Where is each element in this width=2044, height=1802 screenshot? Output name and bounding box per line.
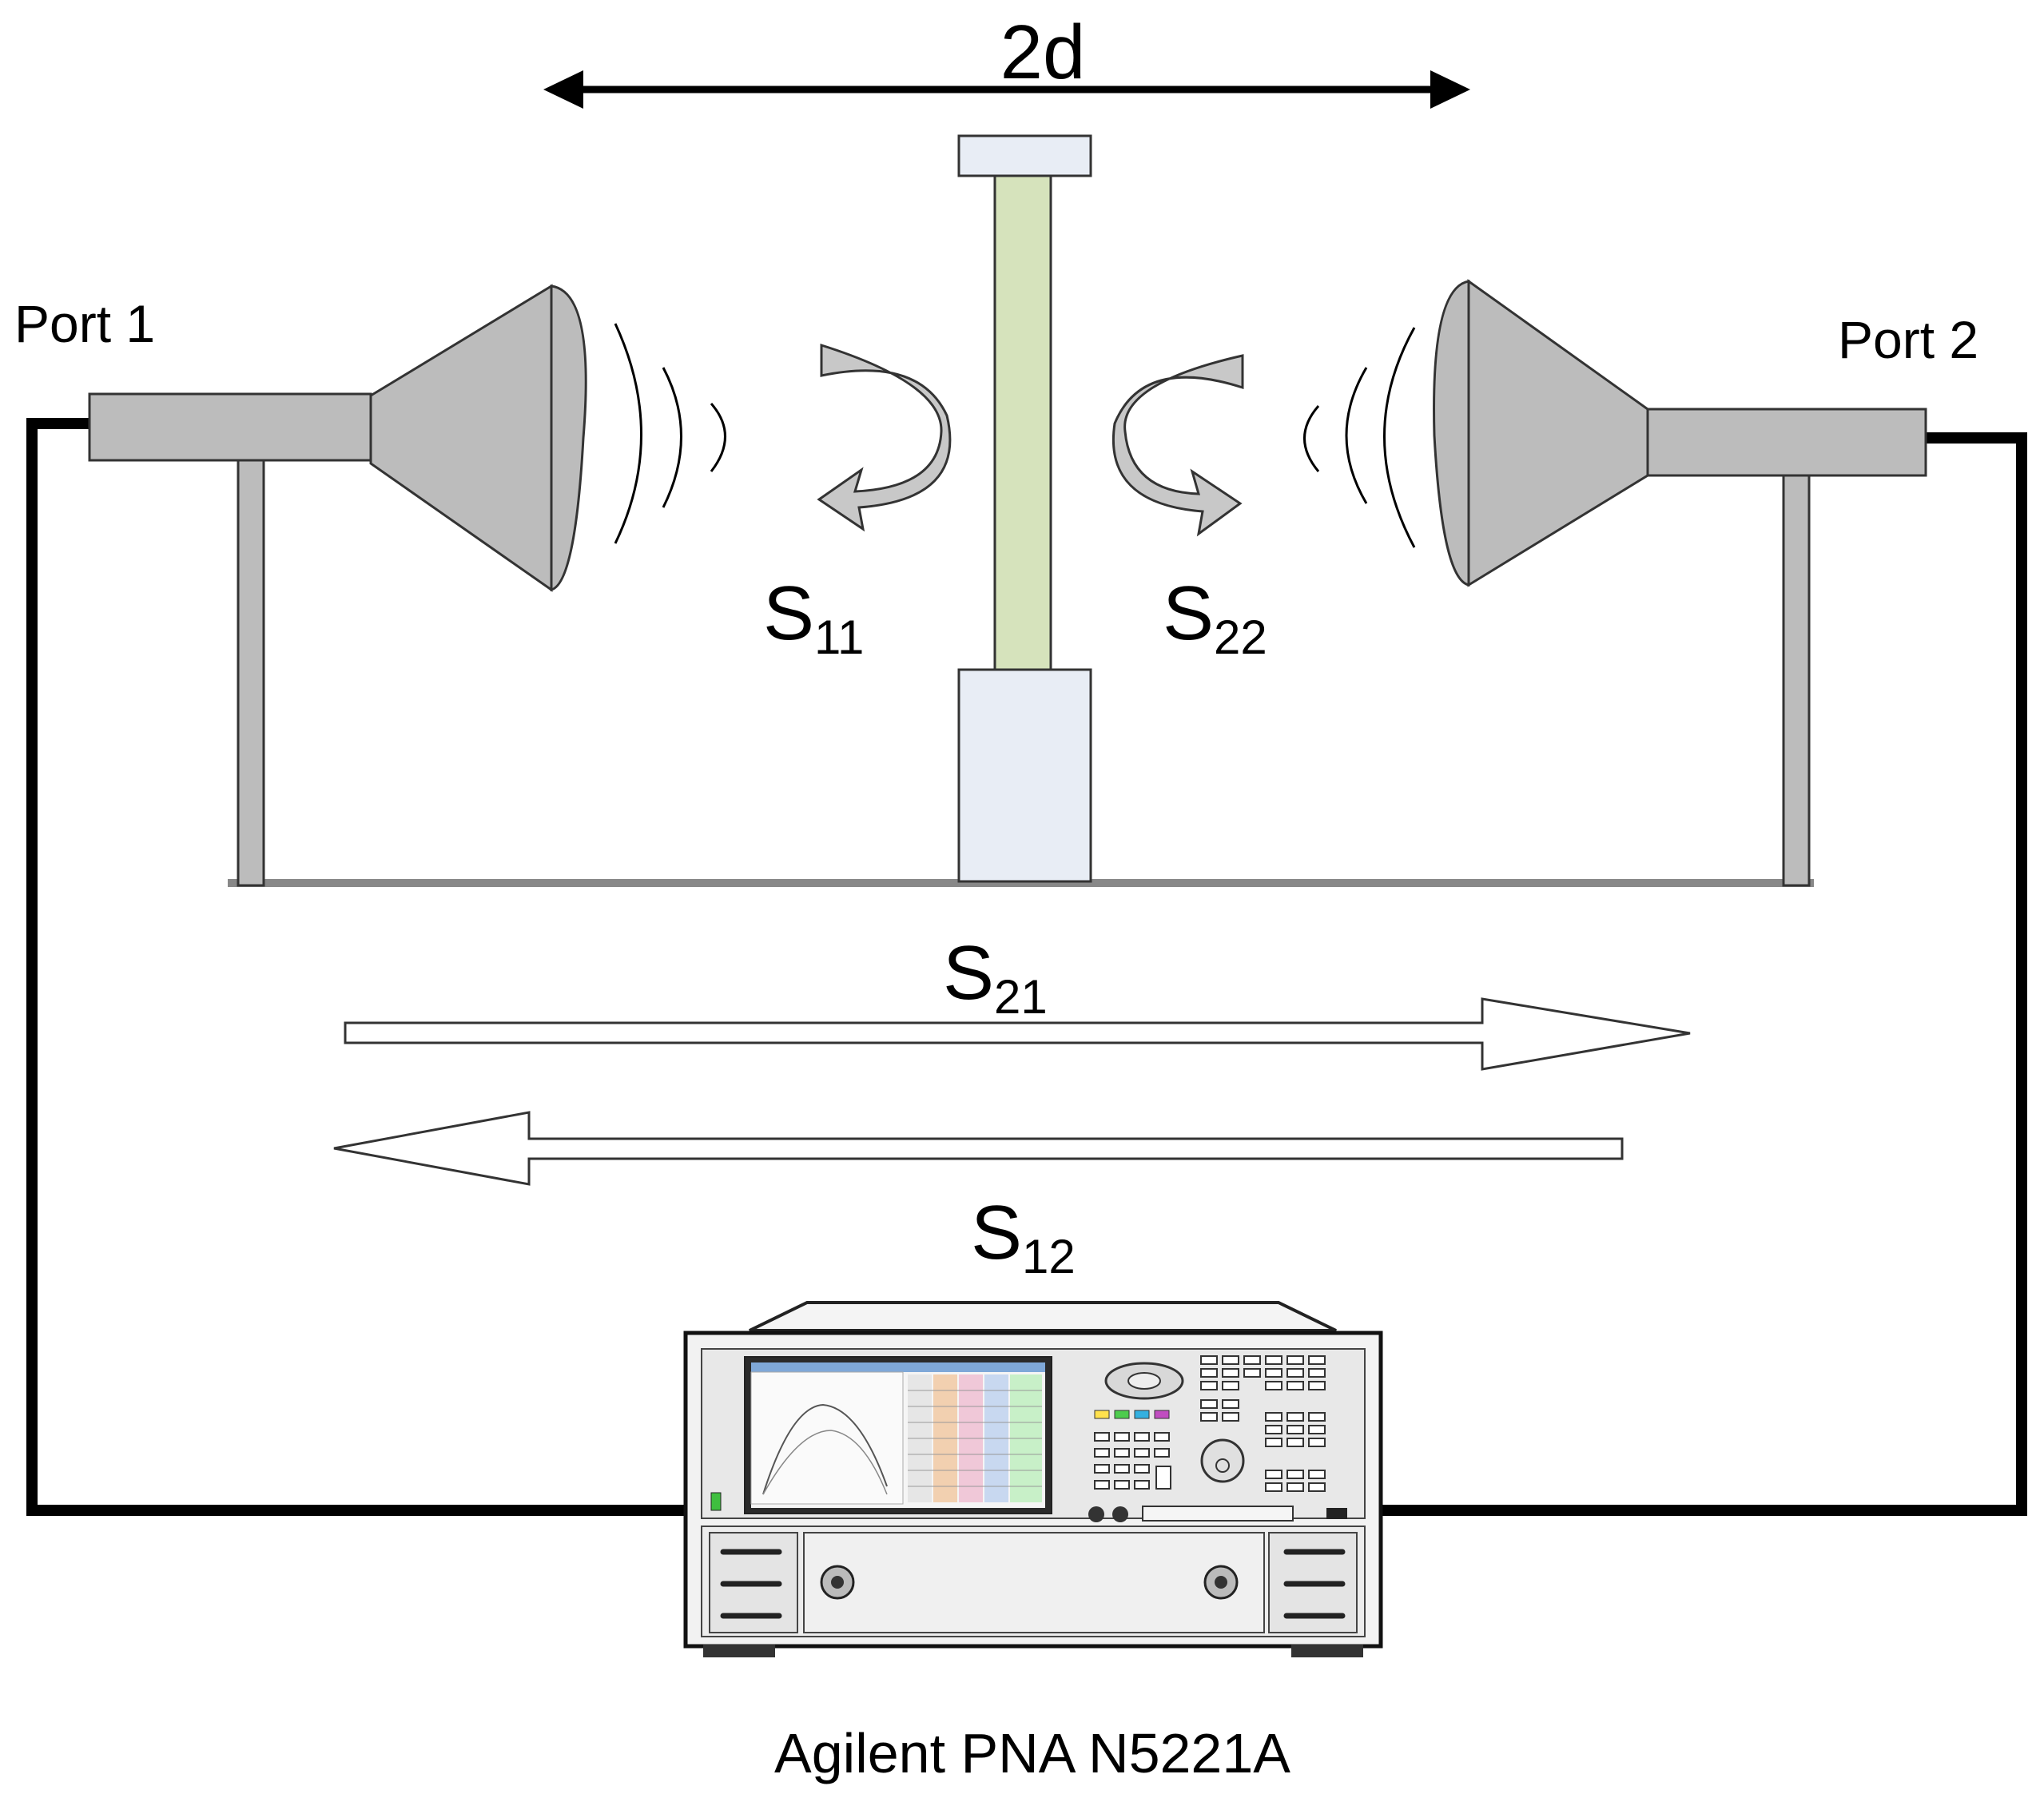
transmission-arrow-s12 (333, 1111, 1624, 1186)
reflection-arrow-s11 (817, 343, 952, 532)
wave-left (614, 323, 726, 544)
wave-right (1303, 327, 1416, 548)
port2-label: Port 2 (1838, 310, 1978, 369)
distance-arrow (543, 70, 1470, 109)
cable-right (1374, 432, 2027, 1516)
sample-holder (957, 134, 1092, 883)
distance-label: 2d (1000, 10, 1086, 95)
instrument-label: Agilent PNA N5221A (774, 1722, 1290, 1784)
s11-label: S11 (763, 571, 864, 664)
s22-label: S22 (1163, 571, 1267, 664)
s21-label: S21 (943, 930, 1048, 1024)
reflection-arrow-s22 (1111, 354, 1244, 537)
port1-label: Port 1 (14, 294, 155, 353)
transmission-arrow-s21 (344, 997, 1691, 1071)
horn-antenna-right (1433, 279, 1927, 887)
network-analyzer (683, 1301, 1383, 1657)
s12-label: S12 (971, 1190, 1076, 1283)
cable-left (26, 418, 687, 1516)
horn-antenna-left (88, 284, 587, 887)
